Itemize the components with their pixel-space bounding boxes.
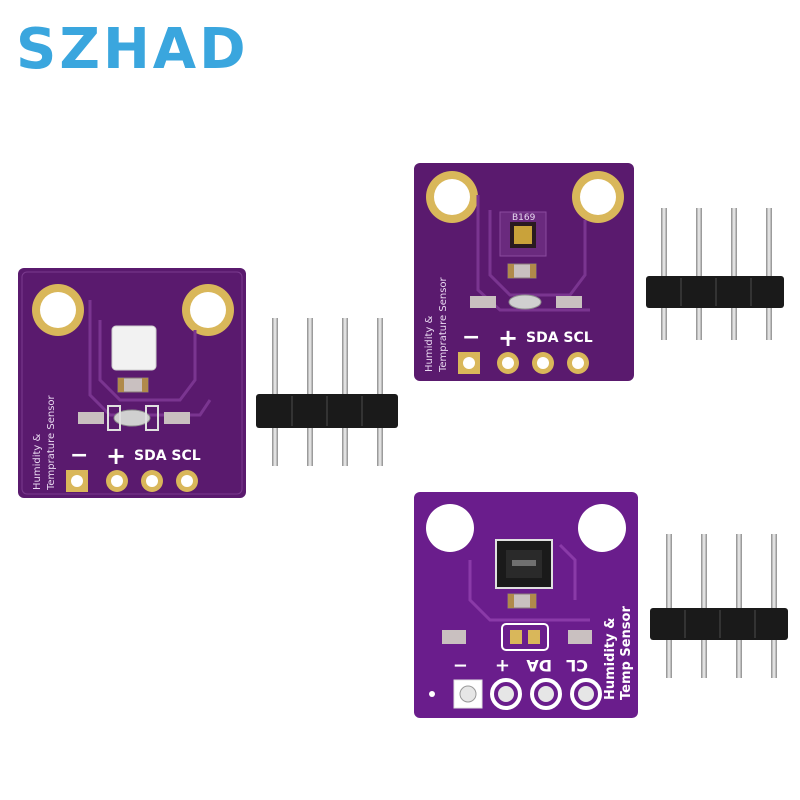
pin-pad (490, 678, 522, 710)
board-c-pin-minus: − (453, 655, 468, 676)
board-b-pin-sda-scl: SDA SCL (526, 330, 593, 346)
pin-header-b (646, 208, 784, 340)
board-a-pin-sda-scl: SDA SCL (134, 448, 201, 464)
board-c-side-label-1: Humidity & (603, 618, 618, 700)
pin-header-c (650, 534, 788, 678)
brand-logo: SZHAD (16, 17, 249, 82)
sensor-chip (111, 325, 157, 371)
sensor-board-a: Humidity & Temprature Sensor − + SDA SCL (18, 268, 246, 498)
pin-pad (530, 678, 562, 710)
board-b-side-label-2: Temprature Sensor (438, 276, 449, 373)
sensor-board-c: Humidity & Temp Sensor − + DA CL (414, 492, 638, 718)
board-c-pin-cl: CL (566, 656, 588, 675)
board-c-side-label-2: Temp Sensor (619, 606, 634, 700)
pin-pad (570, 678, 602, 710)
sensor-board-b: B169 Humidity & Temprature Sensor − + SD… (414, 163, 634, 381)
board-b-pin-minus: − (462, 325, 480, 350)
board-a-pin-plus: + (106, 442, 126, 470)
board-a-side-label-1: Humidity & (32, 433, 43, 490)
board-c-pin-plus: + (495, 655, 510, 676)
mounting-hole (578, 504, 626, 552)
board-b-pin-plus: + (498, 324, 518, 352)
board-c-pin-da: DA (526, 656, 552, 675)
mounting-hole (426, 504, 474, 552)
pin-header-a (256, 318, 398, 466)
board-b-side-label-1: Humidity & (424, 315, 435, 372)
board-b-chip-marking: B169 (512, 213, 536, 223)
board-a-pin-minus: − (70, 443, 88, 468)
board-a-side-label-2: Temprature Sensor (46, 394, 57, 491)
